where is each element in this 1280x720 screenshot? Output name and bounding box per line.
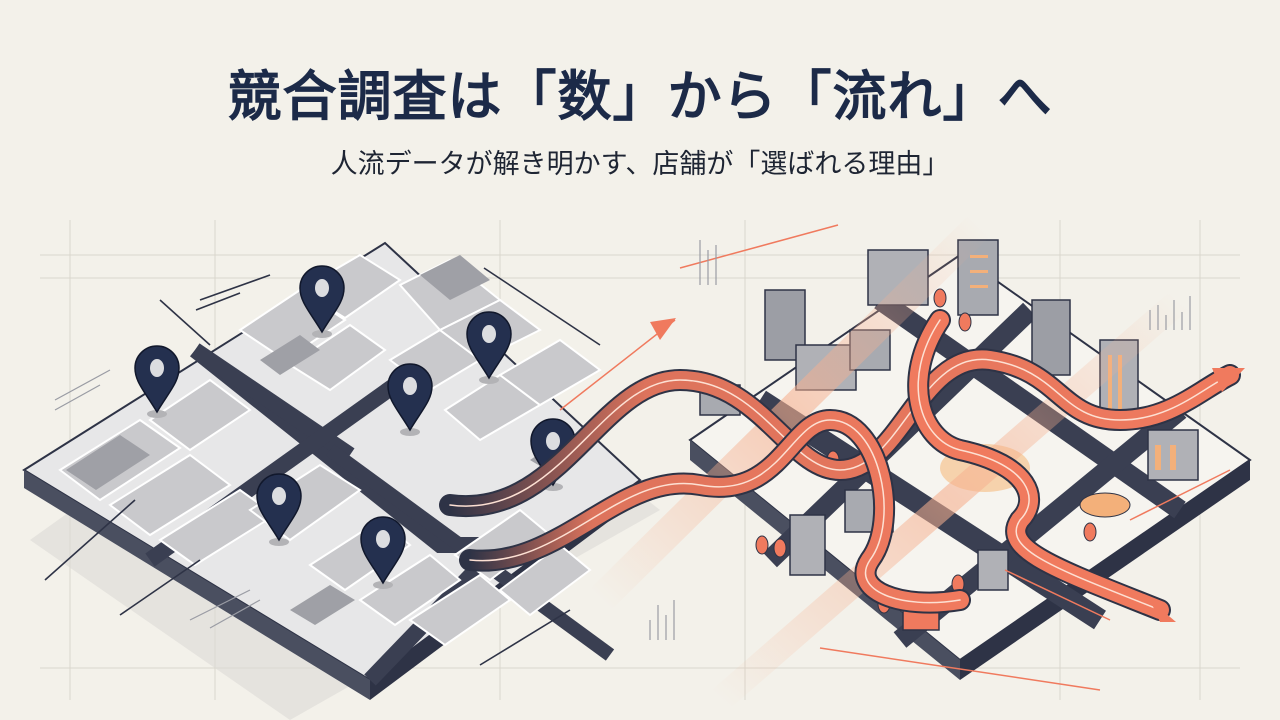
people-flow-ribbons [439, 210, 1241, 713]
page-subtitle: 人流データが解き明かす、店舗が「選ばれる理由」 [330, 149, 950, 180]
map-pin-icon [387, 363, 433, 436]
map-pin-icon [299, 265, 345, 338]
static-map [22, 241, 660, 720]
bar-decoration [649, 240, 1191, 640]
map-pin-icon [134, 345, 180, 418]
page-title: 競合調査は「数」から「流れ」へ [227, 65, 1053, 128]
map-pin-icon [256, 473, 302, 546]
arrow-right-icon [1212, 368, 1245, 392]
map-pin-icon [466, 311, 512, 384]
map-pin-icon [360, 516, 406, 589]
arrow-down-right-icon [1150, 600, 1176, 622]
motion-lines-left [44, 267, 601, 666]
thin-flow-arrows [559, 224, 1231, 691]
